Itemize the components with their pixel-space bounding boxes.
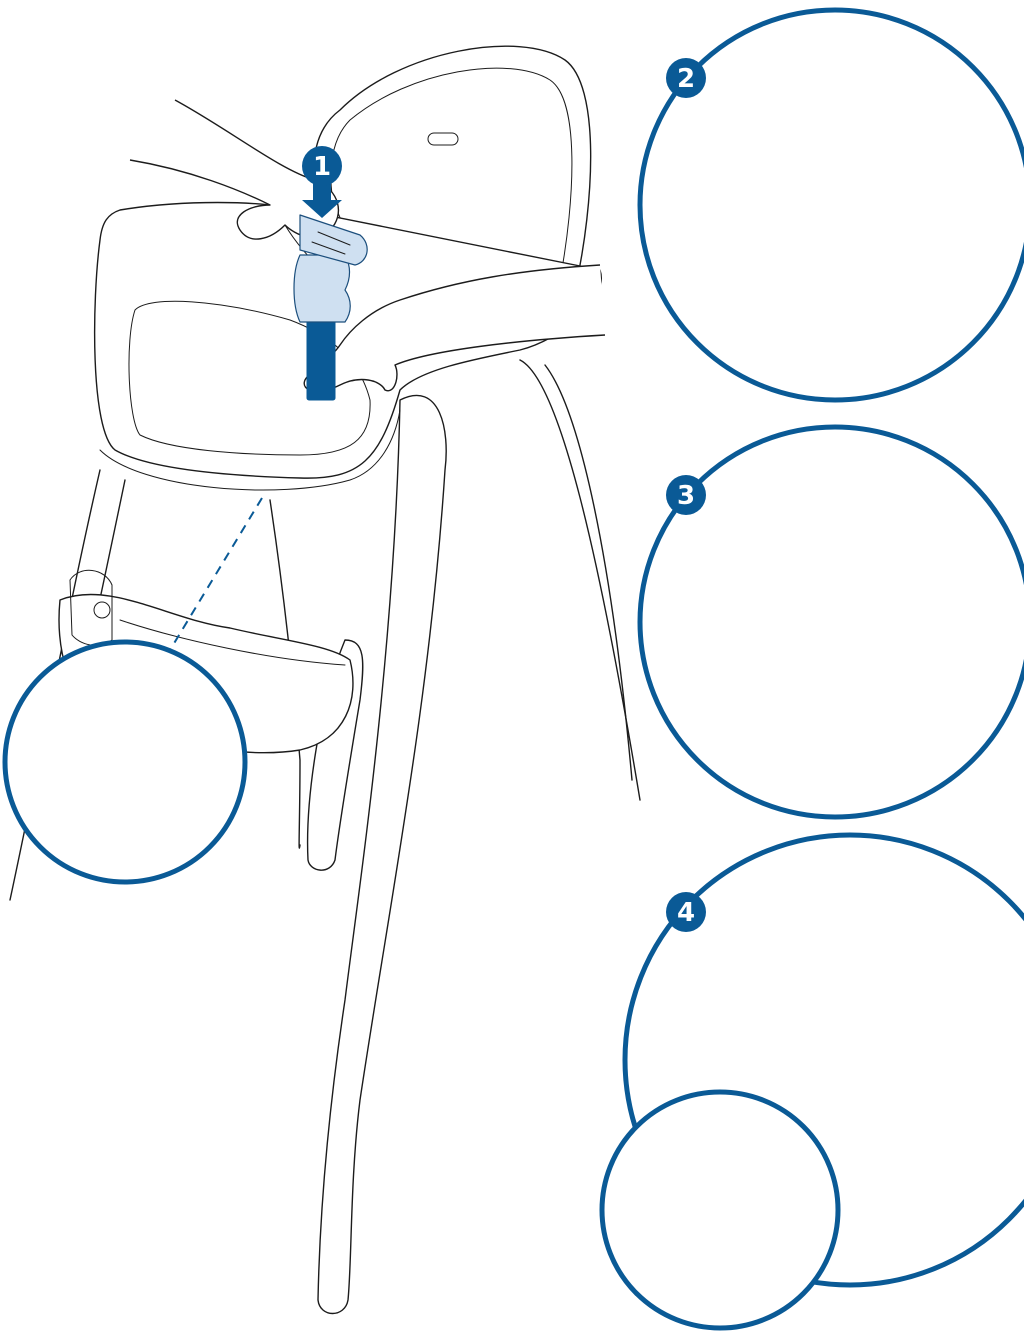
front-leg-right bbox=[318, 395, 446, 1313]
step-4-number: 4 bbox=[677, 898, 695, 928]
crotch-strap bbox=[307, 312, 335, 400]
step-2-panel: 2 bbox=[640, 0, 1024, 400]
inset-seat-detail bbox=[0, 642, 250, 890]
step-1-number: 1 bbox=[313, 152, 331, 182]
back-leg-right bbox=[520, 360, 640, 800]
step-3-panel: 3 bbox=[640, 427, 1024, 817]
crotch-buckle bbox=[294, 255, 350, 322]
step-2-number: 2 bbox=[677, 64, 695, 94]
inset-buckle-detail bbox=[600, 1092, 840, 1333]
step-3-number: 3 bbox=[677, 481, 695, 511]
back-leg-right-inner bbox=[545, 365, 632, 780]
